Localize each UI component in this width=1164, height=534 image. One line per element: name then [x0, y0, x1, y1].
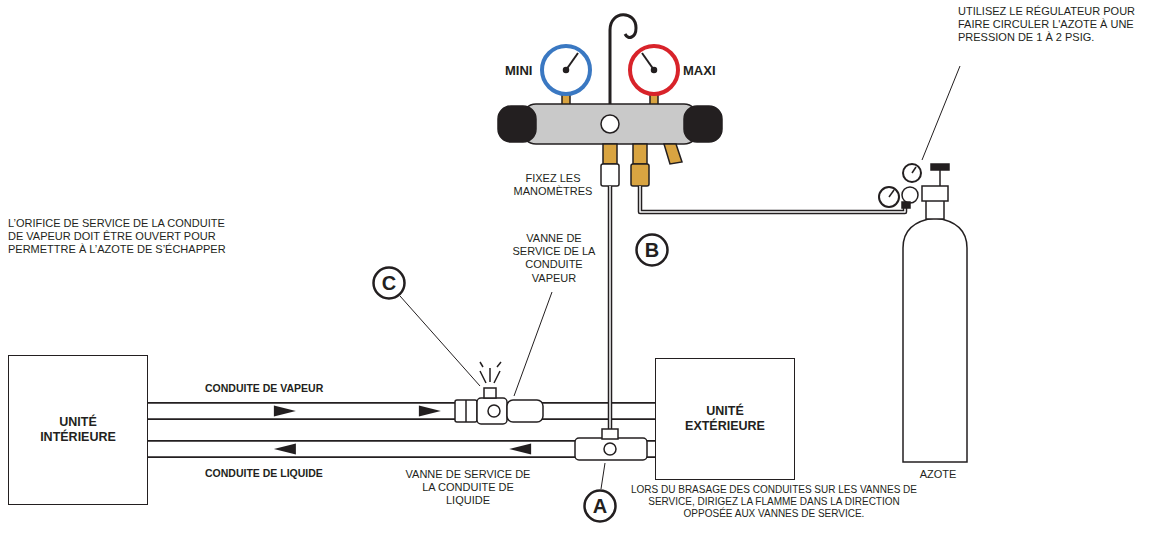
pipe-label: CONDUITE DE LIQUIDE: [203, 467, 325, 479]
manifold-port: [603, 144, 617, 164]
gauge-hose: [609, 186, 611, 430]
callout-circle: C: [372, 266, 406, 300]
regulator-gauge: [903, 164, 921, 182]
leader-line: [514, 292, 552, 396]
pipe-wall: [148, 402, 655, 420]
regulator-outlet: [902, 202, 910, 208]
leader-line: [922, 66, 960, 160]
gauge-hose: [608, 186, 613, 430]
manifold-knob: [684, 106, 722, 142]
nitrogen-cylinder: [903, 218, 967, 462]
vapor-service-valve: [477, 398, 507, 424]
callout-circle: [585, 491, 616, 522]
unit-box: UNITÉ EXTÉRIEURE: [655, 358, 795, 480]
note-label: FIXEZ LES MANOMÈTRES: [508, 172, 598, 198]
note-label: VANNE DE SERVICE DE LA CONDUITE VAPEUR: [510, 232, 598, 285]
flow-arrowhead: [274, 444, 296, 455]
note-label: UTILISEZ LE RÉGULATEUR POUR FAIRE CIRCUL…: [958, 5, 1148, 45]
leader-line: [400, 296, 480, 386]
regulator-gauge: [879, 187, 899, 207]
manifold-port: [633, 144, 647, 164]
callout-circle: [637, 235, 668, 266]
note-label: AZOTE: [908, 468, 968, 481]
callout-letter: C: [382, 271, 396, 295]
valve-stem: [939, 170, 941, 186]
leader-line: [601, 463, 605, 489]
refrigerant-pipe: [148, 406, 655, 417]
hose-fitting: [601, 164, 619, 186]
flare-nut: [455, 400, 477, 422]
flow-arrowhead: [274, 406, 296, 417]
flow-arrowhead: [419, 406, 441, 417]
unit-name: UNITÉ INTÉRIEURE: [26, 415, 130, 445]
low-gauge: [542, 46, 590, 94]
regulator-body: [902, 187, 918, 203]
callout-letter: B: [645, 238, 659, 262]
callout-circle: [374, 268, 405, 299]
sweat-fitting: [507, 400, 543, 422]
gauge-pivot: [652, 68, 657, 73]
note-label: MINI: [505, 63, 565, 79]
note-label: MAXI: [683, 63, 743, 79]
nitrogen-hose: [640, 186, 905, 212]
callout-circle: B: [635, 233, 669, 267]
sight-glass: [601, 115, 619, 133]
note-label: L’ORIFICE DE SERVICE DE LA CONDUITE DE V…: [8, 217, 230, 257]
gauge-needle: [912, 167, 916, 173]
hose-fitting: [631, 164, 649, 186]
nitrogen-hose: [640, 186, 905, 212]
nitrogen-spray: [480, 362, 501, 383]
manifold-knob: [498, 106, 536, 142]
manifold-body: [522, 104, 698, 144]
cylinder-neck: [926, 200, 944, 219]
flow-arrowhead: [509, 444, 531, 455]
high-gauge: [630, 46, 678, 94]
valve-stem: [488, 405, 500, 417]
note-label: LORS DU BRASAGE DES CONDUITES SUR LES VA…: [624, 484, 924, 520]
cylinder-valve: [922, 186, 948, 201]
unit-name: UNITÉ EXTÉRIEURE: [673, 404, 777, 434]
note-label: VANNE DE SERVICE DE LA CONDUITE DE LIQUI…: [405, 468, 531, 508]
nut-edge: [465, 400, 467, 422]
gauge-needle: [889, 190, 894, 197]
callout-circle: A: [583, 489, 617, 523]
service-port: [484, 388, 496, 398]
gauge-pivot: [564, 68, 569, 73]
callout-letter: A: [593, 494, 607, 518]
valve-handwheel: [931, 164, 949, 170]
service-port: [602, 429, 618, 439]
liquid-service-valve: [575, 438, 647, 460]
unit-box: UNITÉ INTÉRIEURE: [8, 355, 148, 505]
valve-stem: [604, 443, 616, 455]
pipe-bore: [148, 404, 655, 419]
manifold-port: [664, 144, 682, 164]
pipe-label: CONDUITE DE VAPEUR: [203, 382, 325, 394]
